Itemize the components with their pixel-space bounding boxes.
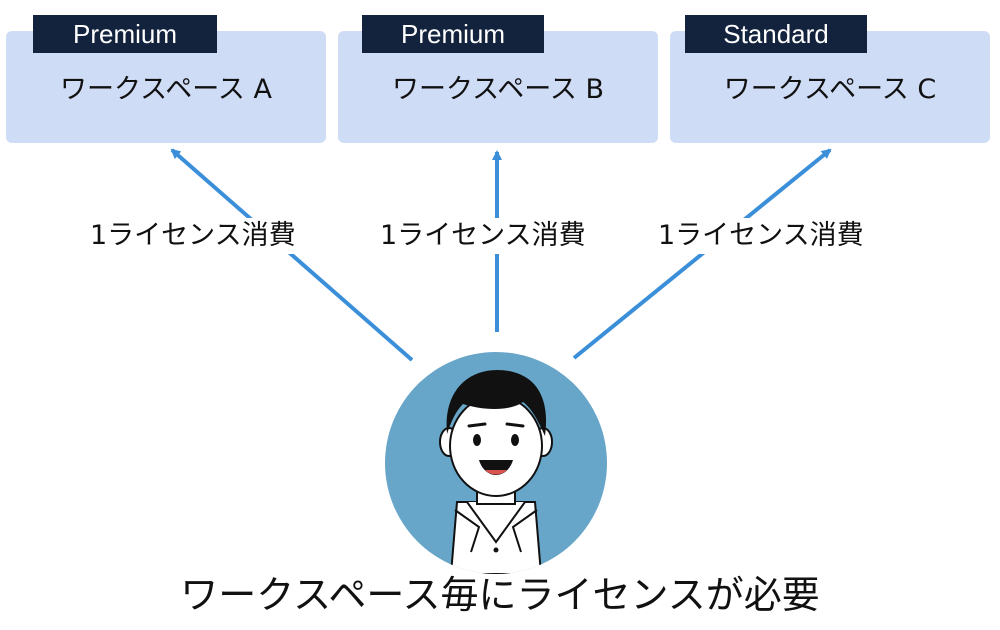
- plan-badge: Premium: [362, 15, 544, 53]
- license-cost-label-b: 1ライセンス消費: [378, 218, 588, 254]
- plan-badge: Premium: [33, 15, 217, 53]
- license-cost-label-a: 1ライセンス消費: [88, 218, 298, 254]
- license-cost-label-c: 1ライセンス消費: [656, 218, 866, 254]
- arrow-to-workspace-c: [572, 148, 832, 360]
- workspace-name: ワークスペース A: [59, 74, 272, 105]
- workspace-name: ワークスペース B: [391, 74, 605, 105]
- diagram-caption: ワークスペース毎にライセンスが必要: [180, 573, 820, 617]
- user-avatar: [385, 352, 607, 574]
- arrow-to-workspace-a: [170, 148, 414, 362]
- plan-badge: Standard: [685, 15, 867, 53]
- person-icon: [439, 370, 553, 574]
- workspace-name: ワークスペース C: [723, 74, 937, 105]
